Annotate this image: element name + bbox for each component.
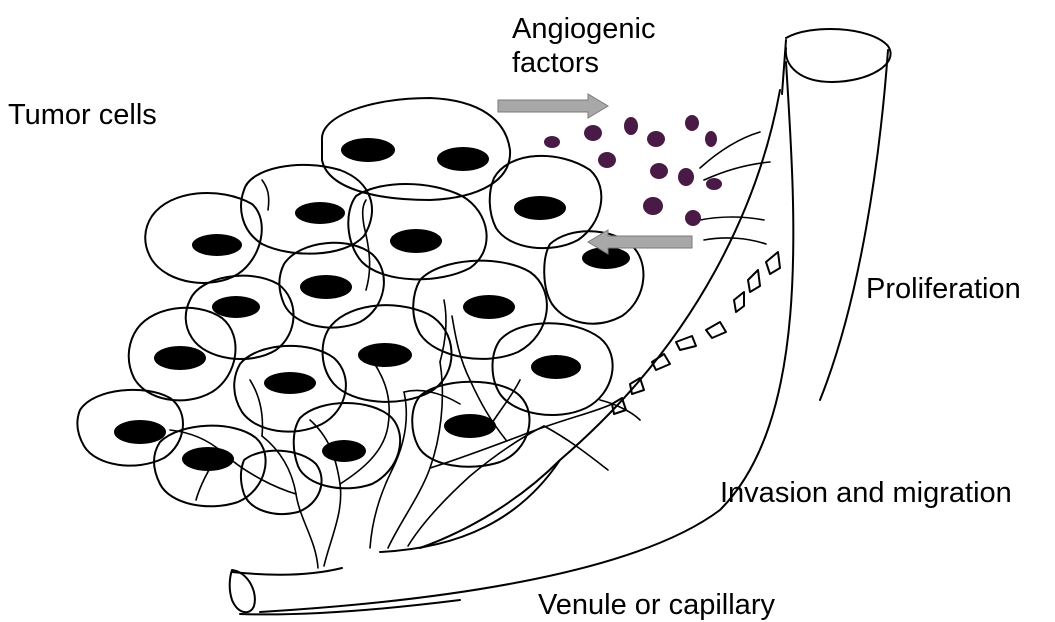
nucleus (114, 420, 166, 444)
capillary-branch (704, 238, 766, 244)
tumor-cell (241, 451, 322, 514)
angiogenic-factors (544, 115, 722, 226)
tumor-cells-label: Tumor cells (8, 98, 157, 132)
capillary-branch (262, 180, 269, 210)
nucleus (463, 295, 515, 319)
nucleus (531, 355, 581, 379)
nucleus (390, 229, 442, 253)
factor-dot (643, 197, 663, 215)
factor-dot (650, 163, 668, 179)
nucleus (514, 196, 566, 220)
capillary-branch (544, 426, 608, 470)
arrow-left (588, 230, 692, 254)
arrow-right (498, 94, 608, 118)
nucleus (182, 447, 234, 471)
proliferation-label: Proliferation (866, 272, 1021, 306)
sprout-cell (748, 270, 760, 292)
capillary-branch (363, 200, 370, 290)
sprout-cell (706, 322, 726, 338)
vessel-bottom-upper-edge (232, 568, 342, 575)
nucleus (264, 372, 316, 394)
vessel (230, 29, 891, 614)
capillary-branch (408, 426, 544, 546)
factor-dot (624, 117, 638, 135)
vessel-label: Venule or capillary (538, 588, 775, 622)
factor-dot (678, 168, 694, 186)
angiogenic-factors-label: Angiogenic factors (512, 12, 656, 80)
nucleus (358, 343, 412, 367)
nucleus (154, 346, 206, 370)
sprout-cell (676, 336, 696, 350)
capillary-branch (404, 391, 460, 405)
vessel-bottom-rim (230, 570, 255, 612)
factor-dot (647, 131, 665, 147)
sprout-cells (612, 252, 780, 414)
nucleus (341, 138, 395, 162)
vessel-bottom-lower-edge (240, 600, 460, 614)
factor-dot (706, 178, 722, 190)
invasion-migration-label: Invasion and migration (720, 476, 1012, 510)
angiogenic-factors-label-line2: factors (512, 46, 656, 80)
capillary-branch (262, 436, 318, 568)
nucleus (212, 296, 260, 318)
vessel-lumen-edge (380, 460, 560, 552)
capillary-branch (250, 380, 263, 436)
vessel-top-rim (786, 29, 891, 82)
nucleus (444, 414, 496, 438)
sprout-cell (630, 378, 644, 394)
nucleus (300, 275, 352, 299)
factor-dot (544, 136, 560, 148)
factor-dot (685, 210, 701, 226)
nucleus (192, 234, 242, 256)
nucleus (322, 440, 366, 462)
factor-dot (598, 152, 616, 168)
vessel-top-right-edge (820, 50, 888, 400)
capillary-branch (700, 217, 764, 220)
sprout-cell (766, 252, 780, 274)
sprout-cell (734, 292, 744, 312)
capillary-branch (340, 360, 389, 484)
factor-dot (705, 131, 717, 147)
nucleus (295, 202, 345, 224)
angiogenic-factors-label-line1: Angiogenic (512, 12, 656, 46)
factor-dot (584, 125, 602, 141)
nucleus (437, 147, 489, 171)
factor-dot (685, 115, 699, 131)
